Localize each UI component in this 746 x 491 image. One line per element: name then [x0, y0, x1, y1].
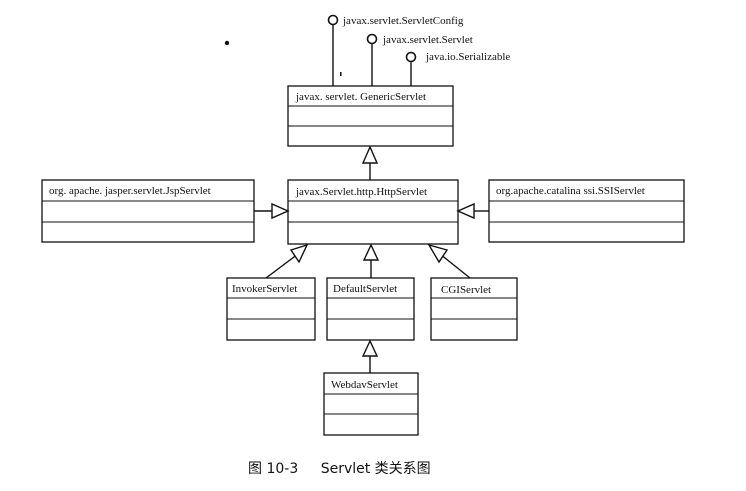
- figure-number: 图 10-3: [248, 461, 298, 477]
- class-name: InvokerServlet: [232, 283, 297, 295]
- class-box: [41, 179, 255, 243]
- class-box: [226, 277, 316, 341]
- class-name: DefaultServlet: [333, 283, 397, 295]
- figure-caption: 图 10-3 Servlet 类关系图: [248, 461, 431, 477]
- class-name: WebdavServlet: [331, 379, 398, 391]
- inheritance-arrow-icon: [362, 243, 380, 261]
- interface-label: java.io.Serializable: [425, 51, 510, 63]
- inheritance-line: [439, 253, 471, 279]
- interface-servlet-config: javax.servlet.ServletConfig: [327, 14, 464, 86]
- class-name: org.apache.catalina ssi.SSIServlet: [496, 185, 645, 197]
- class-invoker-servlet: InvokerServlet: [226, 277, 316, 341]
- interface-label: javax.servlet.ServletConfig: [342, 15, 464, 27]
- inheritance-arrow-icon: [361, 339, 379, 357]
- interface-serializable: java.io.Serializable: [405, 51, 510, 86]
- interface-servlet: javax.servlet.Servlet: [366, 33, 473, 86]
- class-box: [287, 179, 459, 245]
- scan-speck: [224, 40, 230, 46]
- inheritance-line: [265, 253, 299, 279]
- inheritance-arrow-icon: [427, 243, 449, 264]
- inheritance-arrow-icon: [271, 202, 290, 220]
- class-webdav-servlet: WebdavServlet: [323, 372, 419, 436]
- inheritance-arrow-icon: [289, 243, 309, 264]
- class-ssi-servlet: org.apache.catalina ssi.SSIServlet: [488, 179, 685, 243]
- class-box: [430, 277, 518, 341]
- class-name: javax. servlet. GenericServlet: [295, 91, 426, 103]
- class-default-servlet: DefaultServlet: [326, 277, 415, 341]
- class-box: [287, 85, 454, 147]
- interface-label: javax.servlet.Servlet: [382, 34, 473, 46]
- class-box: [323, 372, 419, 436]
- interface-lollipop-icon: [366, 33, 378, 45]
- class-name: CGIServlet: [441, 284, 491, 296]
- interface-lollipop-icon: [405, 51, 417, 63]
- interface-lollipop-icon: [327, 14, 339, 26]
- class-generic-servlet: javax. servlet. GenericServlet: [287, 85, 454, 147]
- class-name: org. apache. jasper.servlet.JspServlet: [49, 185, 211, 197]
- class-name: javax.Servlet.http.HttpServlet: [295, 186, 427, 198]
- class-cgi-servlet: CGIServlet: [430, 277, 518, 341]
- class-box: [326, 277, 415, 341]
- inheritance-arrow-icon: [456, 202, 475, 220]
- scan-speck: [340, 72, 342, 76]
- figure-title: Servlet 类关系图: [321, 461, 431, 477]
- inheritance-arrow-icon: [361, 145, 379, 164]
- class-http-servlet: javax.Servlet.http.HttpServlet: [287, 179, 459, 245]
- class-jsp-servlet: org. apache. jasper.servlet.JspServlet: [41, 179, 255, 243]
